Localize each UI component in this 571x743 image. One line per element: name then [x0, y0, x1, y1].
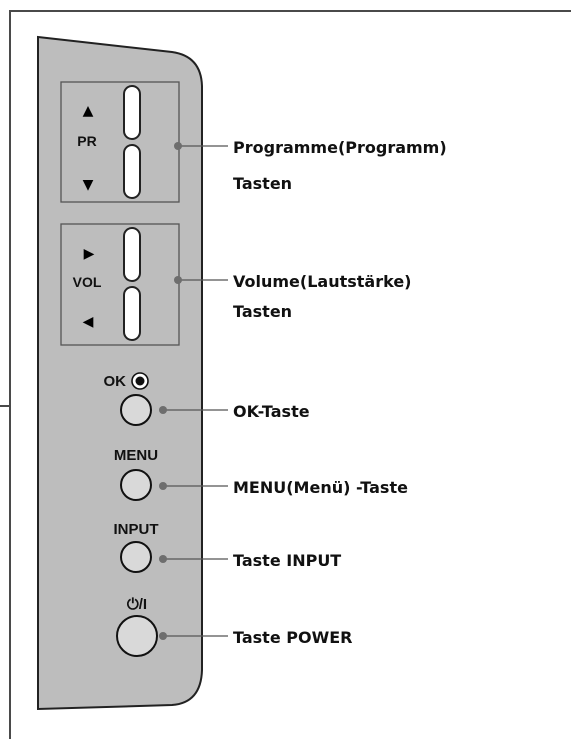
menu-label: MENU: [114, 447, 158, 464]
callout-dots: [159, 142, 182, 640]
frame-left-border: [9, 10, 11, 739]
frame-side-tick: [0, 405, 10, 407]
input-button[interactable]: [120, 541, 152, 573]
ok-button[interactable]: [120, 394, 152, 426]
callout-volume-line1: Volume(Lautstärke): [233, 272, 411, 291]
pr-button-group-frame: [60, 81, 180, 203]
menu-button[interactable]: [120, 469, 152, 501]
dot-input: [159, 555, 167, 563]
vol-down-arrow-icon: ◀: [83, 314, 94, 330]
pr-up-button[interactable]: [123, 85, 141, 140]
dot-programme: [174, 142, 182, 150]
dot-power: [159, 632, 167, 640]
dot-menu: [159, 482, 167, 490]
pr-down-arrow-icon: ▼: [83, 177, 94, 193]
callout-power: Taste POWER: [233, 628, 352, 647]
power-label: ⏻/I: [127, 596, 147, 613]
vol-down-button[interactable]: [123, 286, 141, 341]
callout-menu: MENU(Menü) -Taste: [233, 478, 408, 497]
vol-label: VOL: [73, 274, 102, 290]
callout-ok: OK-Taste: [233, 402, 310, 421]
vol-button-group-frame: [60, 223, 180, 346]
callout-programme-line2: Tasten: [233, 174, 292, 193]
callout-volume-line2: Tasten: [233, 302, 292, 321]
callout-leaders: [163, 145, 228, 637]
callout-input: Taste INPUT: [233, 551, 341, 570]
pr-down-button[interactable]: [123, 144, 141, 199]
input-label: INPUT: [114, 521, 159, 538]
ok-label: OK: [104, 373, 127, 390]
dot-volume: [174, 276, 182, 284]
dot-ok: [159, 406, 167, 414]
pr-up-arrow-icon: ▲: [83, 103, 94, 119]
pr-label: PR: [77, 133, 96, 149]
ok-indicator-dot-icon: [135, 376, 145, 386]
side-panel-body: [37, 35, 203, 711]
power-button[interactable]: [116, 615, 158, 657]
vol-up-button[interactable]: [123, 227, 141, 282]
callout-programme-line1: Programme(Programm): [233, 138, 447, 157]
frame-top-border: [9, 10, 571, 12]
vol-up-arrow-icon: ▶: [84, 246, 95, 262]
